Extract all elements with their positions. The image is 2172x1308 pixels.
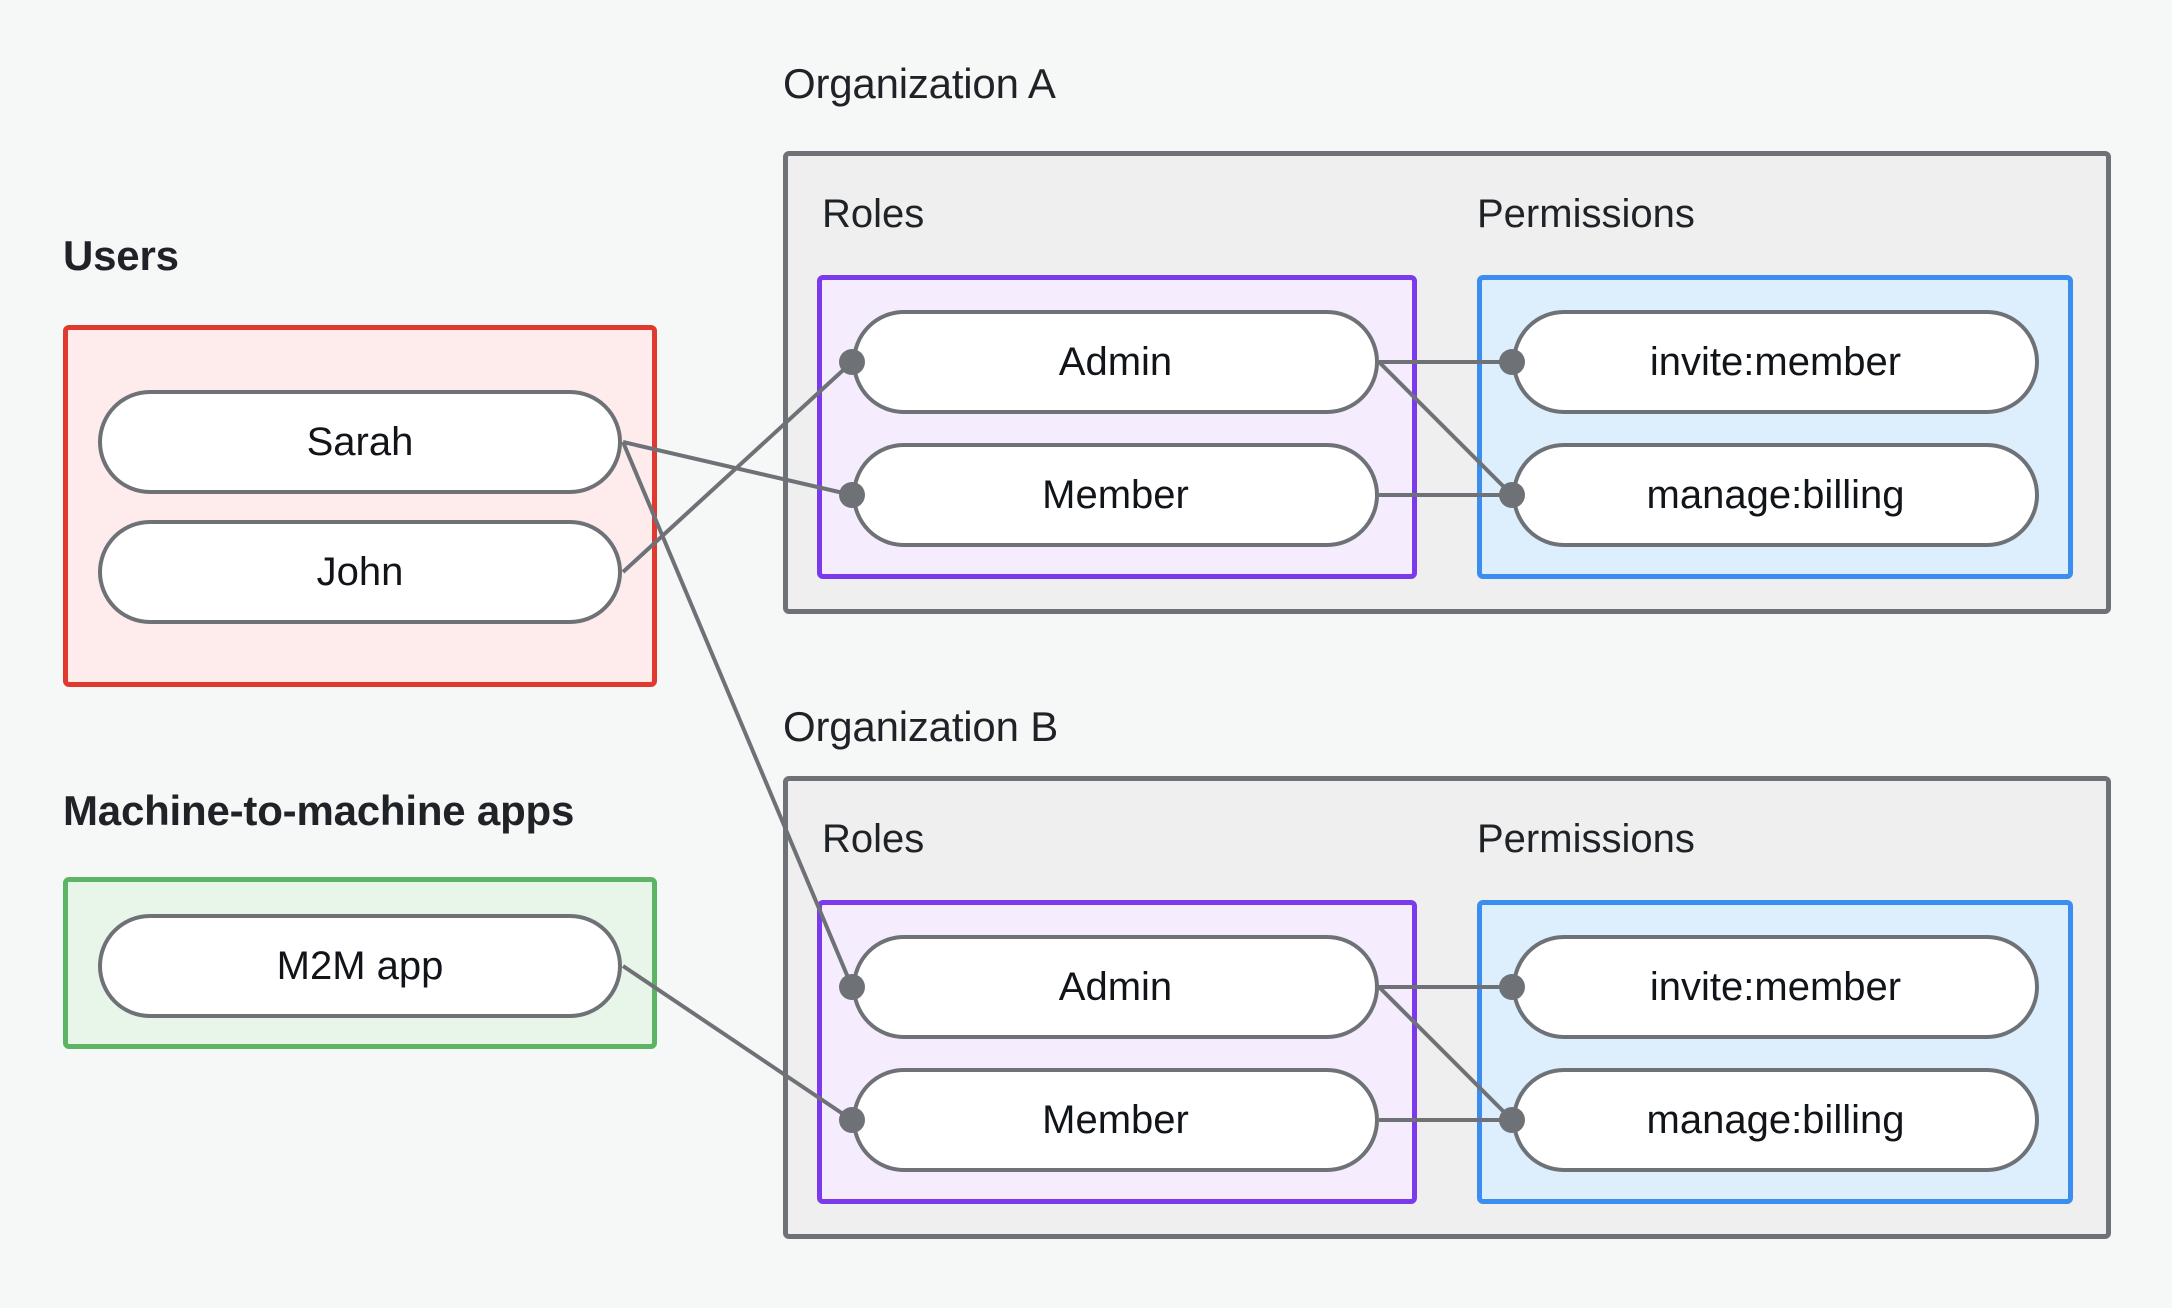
org-b-role-admin[interactable]: Admin [852,935,1379,1039]
org-a-roles-label: Roles [822,192,925,236]
org-a-role-admin[interactable]: Admin [852,310,1379,414]
org-a-title: Organization A [783,60,1056,107]
users-group-label: Users [63,232,179,279]
org-a-permission-invite-member[interactable]: invite:member [1512,310,2039,414]
m2m-node-app[interactable]: M2M app [98,914,622,1018]
org-a-role-member[interactable]: Member [852,443,1379,547]
org-b-roles-label: Roles [822,817,925,861]
org-a-permission-manage-billing[interactable]: manage:billing [1512,443,2039,547]
user-node-john[interactable]: John [98,520,622,624]
org-b-permissions-label: Permissions [1477,817,1695,861]
user-node-sarah[interactable]: Sarah [98,390,622,494]
m2m-group-label: Machine-to-machine apps [63,787,575,834]
org-b-role-member[interactable]: Member [852,1068,1379,1172]
org-b-permission-manage-billing[interactable]: manage:billing [1512,1068,2039,1172]
users-container [63,325,657,687]
org-a-permissions-label: Permissions [1477,192,1695,236]
org-b-title: Organization B [783,703,1059,750]
org-b-permission-invite-member[interactable]: invite:member [1512,935,2039,1039]
